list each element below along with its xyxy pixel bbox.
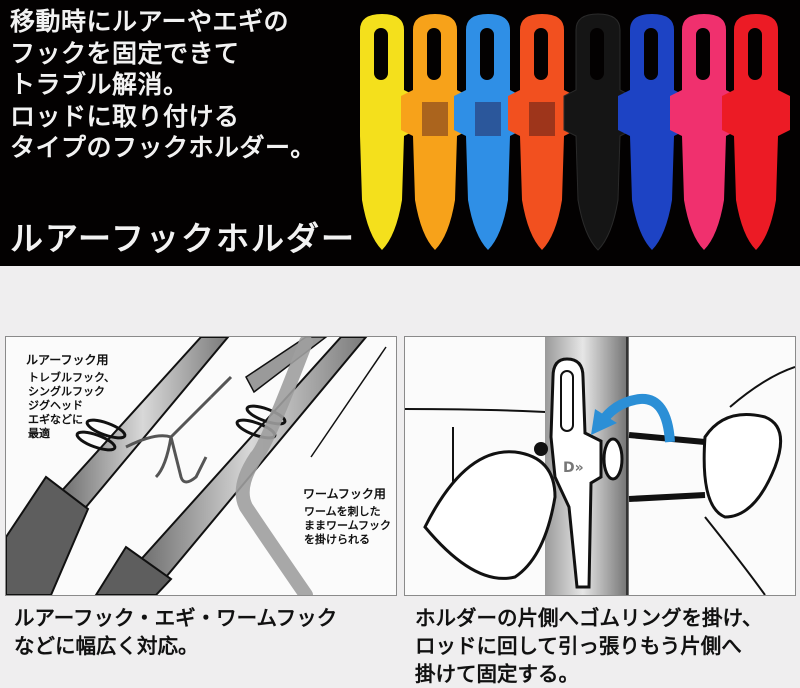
- lure-hook-label-body: トレブルフック、 シングルフック ジグヘッド エギなどに 最適: [28, 371, 115, 441]
- right-caption: ホルダーの片側へゴムリングを掛け、 ロッドに回して引っ張りもう片側へ 掛けて固定…: [415, 604, 762, 688]
- banner-line: タイプのフックホルダー。: [10, 133, 316, 162]
- label-line: ままワームフック: [304, 519, 392, 532]
- banner-line: ロッドに取り付ける: [10, 101, 240, 131]
- worm-hook-label-title: ワームフック用: [303, 487, 386, 501]
- worm-hook-label-body: ワームを刺した ままワームフック を掛けられる: [304, 505, 391, 547]
- caption-line: などに幅広く対応。: [14, 634, 199, 658]
- banner-line: 移動時にルアーやエギの: [10, 7, 290, 36]
- banner-line: フックを固定できて: [10, 38, 240, 68]
- holder-blue-icon: [618, 14, 686, 250]
- caption-line: ロッドに回して引っ張りもう片側へ: [415, 634, 742, 658]
- mounting-instruction-illustration: D»: [404, 336, 796, 596]
- lure-worm-usage-illustration: ルアーフック用 トレブルフック、 シングルフック ジグヘッド エギなどに 最適 …: [5, 336, 397, 596]
- label-line: シングルフック: [28, 385, 105, 398]
- label-line: を掛けられる: [304, 533, 370, 546]
- label-line: トレブルフック、: [28, 371, 116, 384]
- label-line: エギなどに: [28, 413, 83, 426]
- banner-line: トラブル解消。: [10, 70, 189, 99]
- holder-red-orange-icon: [508, 14, 576, 250]
- label-line: ジグヘッド: [28, 399, 83, 412]
- product-title: ルアーフックホルダー: [10, 219, 357, 258]
- brand-logo-icon: D»: [563, 460, 584, 476]
- caption-line: ルアーフック・エギ・ワームフック: [14, 606, 338, 630]
- holder-red-icon: [722, 14, 790, 250]
- rotate-arrow-icon: [591, 409, 617, 435]
- holder-black-icon: [563, 13, 633, 251]
- caption-line: 掛けて固定する。: [415, 662, 579, 686]
- holder-orange-icon: [401, 14, 469, 250]
- holder-yellow-icon: [360, 14, 416, 250]
- holder-pink-icon: [670, 14, 738, 250]
- left-caption: ルアーフック・エギ・ワームフック などに幅広く対応。: [14, 604, 337, 660]
- hook-holder-lineup-image: [360, 0, 800, 266]
- label-line: 最適: [28, 427, 50, 440]
- banner-description: 移動時にルアーやエギの フックを固定できて トラブル解消。 ロッドに取り付ける …: [10, 6, 316, 164]
- caption-line: ホルダーの片側へゴムリングを掛け、: [415, 606, 763, 630]
- label-line: ワームを刺した: [304, 505, 381, 518]
- lure-hook-label-title: ルアーフック用: [26, 353, 109, 367]
- holder-light-blue-icon: [454, 14, 522, 250]
- product-banner: 移動時にルアーやエギの フックを固定できて トラブル解消。 ロッドに取り付ける …: [0, 0, 800, 266]
